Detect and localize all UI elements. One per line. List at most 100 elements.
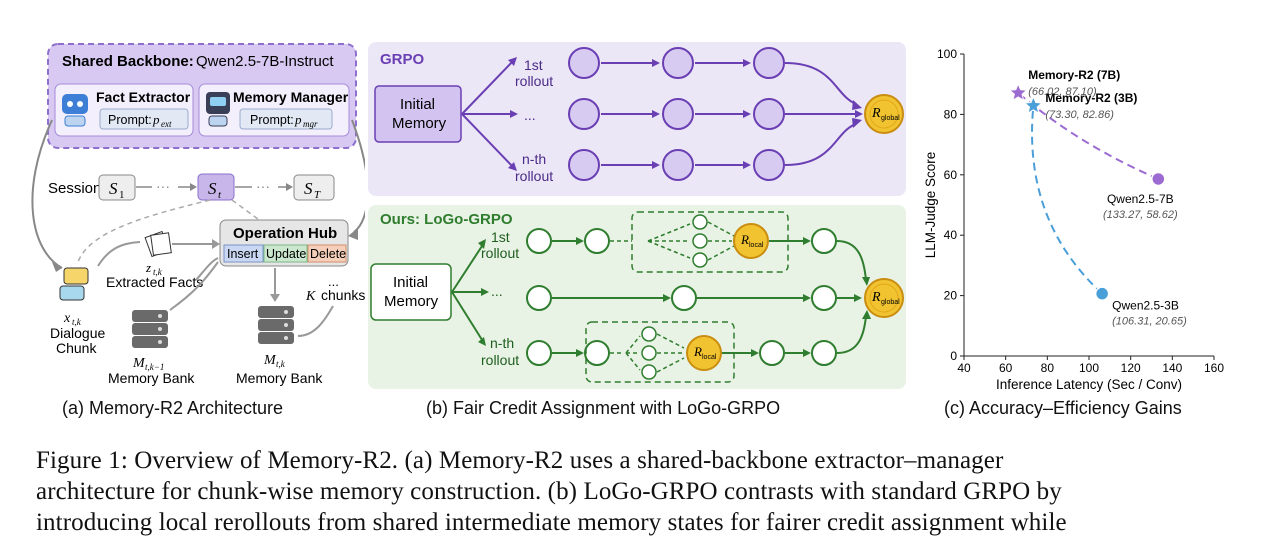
x-tick-label: 80 [1041,361,1055,375]
insert-op [223,244,264,263]
m-var: M [263,353,277,368]
backbone-label: Shared Backbone: [62,53,194,70]
point-name-label: Memory-R2 (3B) [1045,91,1137,105]
memory-manager-title: Memory Manager [233,89,349,105]
initial-memory-box-grpo [374,85,462,143]
session-sT-box [293,174,335,201]
r-local-sub-top: local [749,242,764,249]
fact-prompt-var: p [152,112,160,127]
k-dots: ... [328,274,339,289]
delete-op [307,244,347,263]
r-global-var-ours: R [871,290,881,305]
point-value-label: (73.30, 82.86) [1045,109,1114,121]
global-reward-coin-icon [864,278,904,318]
r-local-sub-bottom: local [702,354,717,361]
data-point-circle-2 [1151,171,1166,187]
update-op [263,244,308,263]
figure-caption-line-1: Figure 1: Overview of Memory-R2. (a) Mem… [36,447,1004,474]
grpo-rollout-1: rollout [515,73,553,89]
ours-rollout-row [526,228,837,366]
panel-c-caption: (c) Accuracy–Efficiency Gains [944,398,1182,418]
session-s1-box [98,174,136,201]
data-point-star-0 [1008,82,1029,102]
stacked-pages-icon [144,230,172,258]
extracted-facts-label: Extracted Facts [106,274,203,290]
figure-caption-line-2: architecture for chunk-wise memory const… [36,478,1062,505]
point-name-label: Qwen2.5-3B [1112,299,1179,313]
panel-a: Shared Backbone: Qwen2.5-7B-Instruct Fac… [0,0,369,395]
y-tick-label: 40 [944,228,958,242]
grpo-title: GRPO [380,51,425,68]
panel-a-caption: (a) Memory-R2 Architecture [62,398,284,418]
session-label: Session [48,180,101,197]
data-point-circle-3 [1094,286,1110,301]
x-tick-label: 100 [1079,361,1099,375]
sT-var: S [304,179,313,198]
grpo-rollout-row [568,47,785,181]
ours-title: Ours: LoGo-GRPO [380,211,513,228]
ours-initial-line1: Initial [393,274,428,291]
s1-sub: 1 [119,189,125,201]
r-local-var-top: R [740,232,749,247]
memory-bank-prev-label: Memory Bank [108,370,195,386]
grpo-1st: 1st [524,57,543,73]
dialogue-label: Dialogue [50,325,105,341]
operation-hub-title: Operation Hub [233,225,337,242]
local-reward-coin-icon [686,223,769,371]
x-tick-label: 140 [1162,361,1182,375]
r-global-sub-ours: global [881,299,900,306]
y-tick-label: 60 [944,168,958,182]
ellipsis-1: ··· [156,178,170,194]
robot-icon [206,92,230,127]
mgr-prompt-sub: mgr [303,119,318,129]
x-var: x [63,311,71,326]
m-prev-sub: t,k−1 [145,362,164,372]
ours-dots: ... [491,283,503,299]
y-tick-label: 100 [937,47,957,61]
update-label: Update [266,247,306,261]
r-global-sub: global [881,115,900,122]
global-reward-coin-icon [864,94,904,134]
ours-rollout-1: rollout [481,245,519,261]
insert-label: Insert [227,247,259,261]
memory-bank-label: Memory Bank [236,370,323,386]
st-var: S [208,179,217,198]
k-var: K [305,289,316,304]
ours-1st: 1st [491,229,510,245]
grpo-rollout-n: rollout [515,168,553,184]
sT-sub: T [314,189,321,201]
ours-initial-line2: Memory [384,293,439,310]
z-sub: t,k [153,267,163,277]
point-name-label: Memory-R2 (7B) [1028,68,1120,82]
point-value-label: (66.02, 87.10) [1028,86,1097,98]
y-tick-label: 20 [944,289,958,303]
panel-a-diagram: Shared Backbone: Qwen2.5-7B-Instruct Fac… [31,43,369,386]
x-tick-label: 160 [1204,361,1224,375]
database-icon [132,310,168,348]
z-var: z [145,260,151,275]
figure-caption-line-3: introducing local rerollouts from shared… [36,509,1067,536]
r-global-var: R [871,106,881,121]
fact-prompt-sub: ext [161,119,172,129]
y-tick-label: 80 [944,107,958,121]
y-tick-label: 0 [950,349,957,363]
chunk-label: Chunk [56,340,97,356]
tradeoff-curve-3b [1031,105,1103,295]
panel-b: GRPO Initial Memory 1st rollout ... n-th… [364,0,914,395]
st-sub: t [218,189,222,201]
fact-prompt-label: Prompt: [108,113,152,127]
k-chunks-label: chunks [321,287,365,303]
point-value-label: (133.27, 58.62) [1103,209,1178,221]
data-point-star-1 [1023,95,1044,115]
local-rerollout-box-top [631,211,789,273]
panel-b-caption: (b) Fair Credit Assignment with LoGo-GRP… [426,398,781,418]
x-tick-label: 120 [1121,361,1141,375]
chat-bubble-icon [59,267,89,301]
initial-memory-box-ours [370,263,452,321]
mgr-prompt-var: p [294,112,302,127]
robot-icon [62,94,88,127]
panel-b-diagram: GRPO Initial Memory 1st rollout ... n-th… [368,42,906,389]
x-tick-label: 60 [999,361,1013,375]
s1-var: S [109,179,118,198]
